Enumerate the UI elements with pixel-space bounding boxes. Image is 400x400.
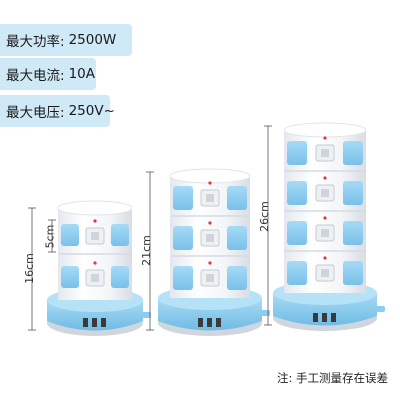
spec-max-voltage: 最大电压: 250V~	[0, 95, 115, 127]
measurement-note: 注: 手工测量存在误差	[276, 371, 388, 385]
dim-label-large: 26cm	[257, 201, 271, 232]
spec-power-value: 2500W	[68, 32, 117, 48]
spec-power-label: 最大功率:	[6, 34, 65, 50]
dim-label-tier: 5cm	[43, 224, 57, 249]
spec-voltage-label: 最大电压:	[6, 105, 65, 121]
dim-label-medium: 21cm	[139, 235, 153, 266]
spec-max-power: 最大功率: 2500W	[0, 24, 132, 56]
tower-medium	[158, 168, 270, 336]
spec-current-value: 10A	[68, 66, 95, 82]
spec-current-label: 最大电流:	[6, 68, 65, 84]
spec-max-current: 最大电流: 10A	[0, 58, 96, 90]
dim-label-small: 16cm	[22, 253, 36, 284]
tower-small	[47, 200, 151, 336]
tower-large	[273, 122, 385, 331]
spec-voltage-value: 250V~	[68, 103, 115, 119]
dimension-lines	[28, 125, 272, 331]
